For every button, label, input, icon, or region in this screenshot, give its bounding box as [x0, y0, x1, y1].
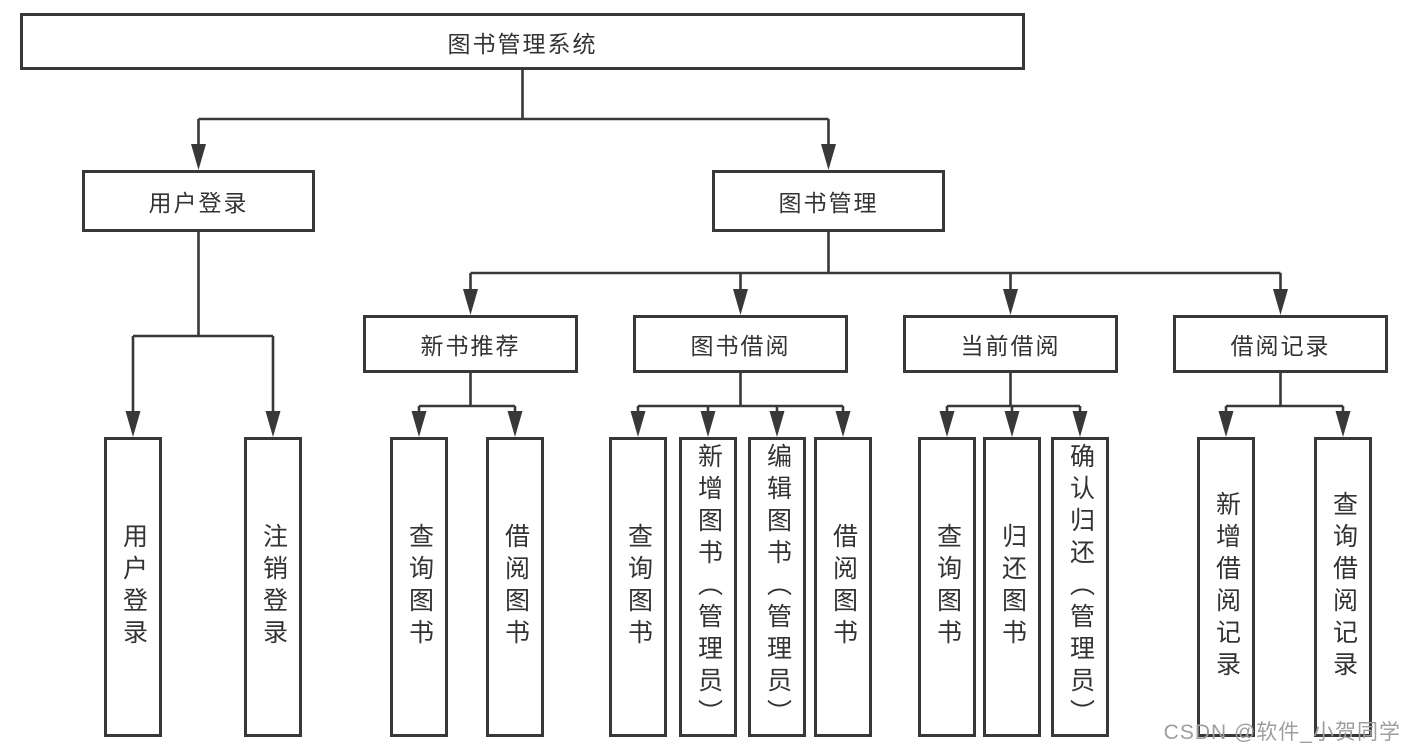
node-current-borrow: 当前借阅: [903, 315, 1118, 373]
leaf-query-books-borrow: 查询图书: [609, 437, 667, 737]
leaf-label: 确认归还（管理员）: [1066, 443, 1095, 731]
leaf-query-books-recommend: 查询图书: [390, 437, 448, 737]
node-book-borrow: 图书借阅: [633, 315, 848, 373]
leaf-label: 查询图书: [933, 523, 962, 651]
leaf-borrow-books: 借阅图书: [814, 437, 872, 737]
leaf-add-books-admin: 新增图书（管理员）: [679, 437, 737, 737]
node-user-login-label: 用户登录: [148, 190, 249, 216]
leaf-label: 查询借阅记录: [1329, 491, 1358, 683]
leaf-label: 新增借阅记录: [1212, 491, 1241, 683]
csdn-watermark: CSDN @软件_小贺同学: [1163, 721, 1401, 744]
node-new-book-recommend-label: 新书推荐: [420, 333, 521, 359]
leaf-query-borrow-record: 查询借阅记录: [1314, 437, 1372, 737]
leaf-label: 查询图书: [624, 523, 653, 651]
leaf-label: 查询图书: [405, 523, 434, 651]
leaf-label: 编辑图书（管理员）: [763, 443, 792, 731]
leaf-edit-books-admin: 编辑图书（管理员）: [748, 437, 806, 737]
leaf-return-books: 归还图书: [983, 437, 1041, 737]
connector-paths: [131, 70, 1345, 419]
leaf-confirm-return-admin: 确认归还（管理员）: [1051, 437, 1109, 737]
leaf-user-login: 用户登录: [104, 437, 162, 737]
node-borrow-records: 借阅记录: [1173, 315, 1388, 373]
node-root: 图书管理系统: [20, 13, 1025, 70]
node-book-management-label: 图书管理: [778, 190, 879, 216]
node-root-label: 图书管理系统: [447, 30, 598, 57]
leaf-borrow-books-recommend: 借阅图书: [486, 437, 544, 737]
leaf-query-books-current: 查询图书: [918, 437, 976, 737]
leaf-label: 新增图书（管理员）: [694, 443, 723, 731]
leaf-label: 归还图书: [998, 523, 1027, 651]
node-new-book-recommend: 新书推荐: [363, 315, 578, 373]
arrowheads: [125, 144, 1351, 437]
node-user-login: 用户登录: [82, 170, 315, 232]
node-book-management: 图书管理: [712, 170, 945, 232]
leaf-label: 注销登录: [259, 523, 288, 651]
leaf-label: 借阅图书: [501, 523, 530, 651]
node-book-borrow-label: 图书借阅: [690, 333, 791, 359]
node-current-borrow-label: 当前借阅: [960, 333, 1061, 359]
leaf-label: 用户登录: [119, 523, 148, 651]
leaf-add-borrow-record: 新增借阅记录: [1197, 437, 1255, 737]
leaf-logout: 注销登录: [244, 437, 302, 737]
leaf-label: 借阅图书: [829, 523, 858, 651]
node-borrow-records-label: 借阅记录: [1230, 333, 1331, 359]
